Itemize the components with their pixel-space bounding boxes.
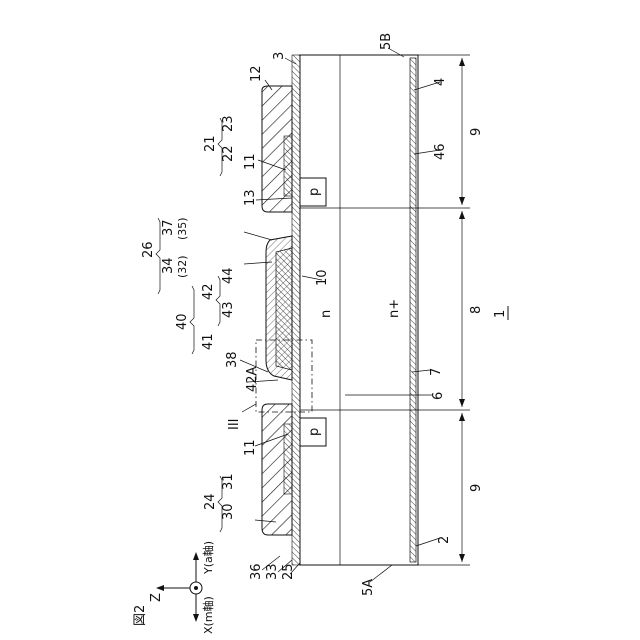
label-21: 21 (203, 135, 218, 152)
arrowhead (459, 399, 465, 407)
surface-insulating-layer (292, 55, 300, 565)
z-axis-label: Z (149, 593, 164, 602)
bracket-label-group-26: 26 37 (35) 34 (32) (141, 217, 189, 294)
label-24: 24 (203, 493, 218, 510)
y-axis-label: Y(a軸) (201, 541, 215, 575)
bracket-label-group-24: 24 31 30 (203, 473, 236, 532)
ref-38: 38 (225, 351, 240, 368)
ref-5b: 5B (379, 33, 394, 50)
region-label-9-top: 9 (469, 128, 484, 136)
device-label: 1 (493, 310, 508, 318)
label-22: 22 (221, 145, 236, 162)
bracket-40 (190, 286, 194, 354)
ref-4: 4 (433, 78, 448, 86)
region-label-9-bottom: 9 (469, 484, 484, 492)
ref-11-lower: 11 (243, 439, 258, 456)
ref-13: 13 (243, 189, 258, 206)
arrowhead (193, 552, 199, 560)
gate-inner-layer (276, 248, 292, 370)
ref-25: 25 (281, 563, 296, 580)
label-40: 40 (175, 313, 190, 330)
arrowhead (459, 211, 465, 219)
arrowhead (459, 197, 465, 205)
n-layer-label: n (319, 310, 334, 318)
ref-12: 12 (249, 65, 264, 82)
figure-label: 図2 (133, 605, 148, 626)
ref-6: 6 (431, 392, 446, 400)
ref-46: 46 (433, 143, 448, 160)
bracket-26 (156, 218, 160, 294)
arrowhead (459, 554, 465, 562)
arrowhead (193, 614, 199, 622)
label-32: (32) (176, 255, 189, 278)
x-axis-label: X(m軸) (201, 596, 215, 634)
ref-5a: 5A (361, 579, 376, 596)
z-axis-dot-icon (194, 586, 198, 590)
bracket-label-group-21: 21 23 22 (203, 115, 236, 176)
section-marker-iii: III (227, 418, 242, 430)
label-35: (35) (176, 217, 189, 240)
bracket-label-group-40: 40 42 44 43 41 (175, 267, 236, 354)
ref-10: 10 (315, 269, 330, 286)
axis-indicator (156, 552, 202, 622)
ref-7: 7 (429, 368, 444, 376)
contact-layer-lower (284, 424, 292, 494)
region-label-8: 8 (469, 306, 484, 314)
contact-layer-upper (284, 136, 292, 196)
p-label-upper: p (307, 188, 322, 196)
ref-33: 33 (265, 563, 280, 580)
bracket-42 (216, 276, 220, 326)
n-plus-label: n+ (387, 299, 402, 318)
ref-3: 3 (272, 52, 287, 60)
label-30: 30 (221, 503, 236, 520)
arrowhead (156, 585, 164, 591)
label-37: 37 (161, 219, 176, 236)
ref-36: 36 (249, 563, 264, 580)
back-electrode-layer (410, 58, 416, 562)
ref-2: 2 (437, 536, 452, 544)
label-26: 26 (141, 241, 156, 258)
p-label-lower: p (307, 428, 322, 436)
label-31: 31 (221, 473, 236, 490)
ref-42a: 42A (245, 366, 260, 392)
arrowhead (459, 58, 465, 66)
ref-11-upper: 11 (243, 153, 258, 170)
label-23: 23 (221, 115, 236, 132)
label-41: 41 (201, 333, 216, 350)
label-34: 34 (161, 257, 176, 274)
section-marker-leader (242, 404, 256, 412)
label-42: 42 (201, 283, 216, 300)
label-43: 43 (221, 301, 236, 318)
arrowhead (459, 413, 465, 421)
label-44: 44 (221, 267, 236, 284)
